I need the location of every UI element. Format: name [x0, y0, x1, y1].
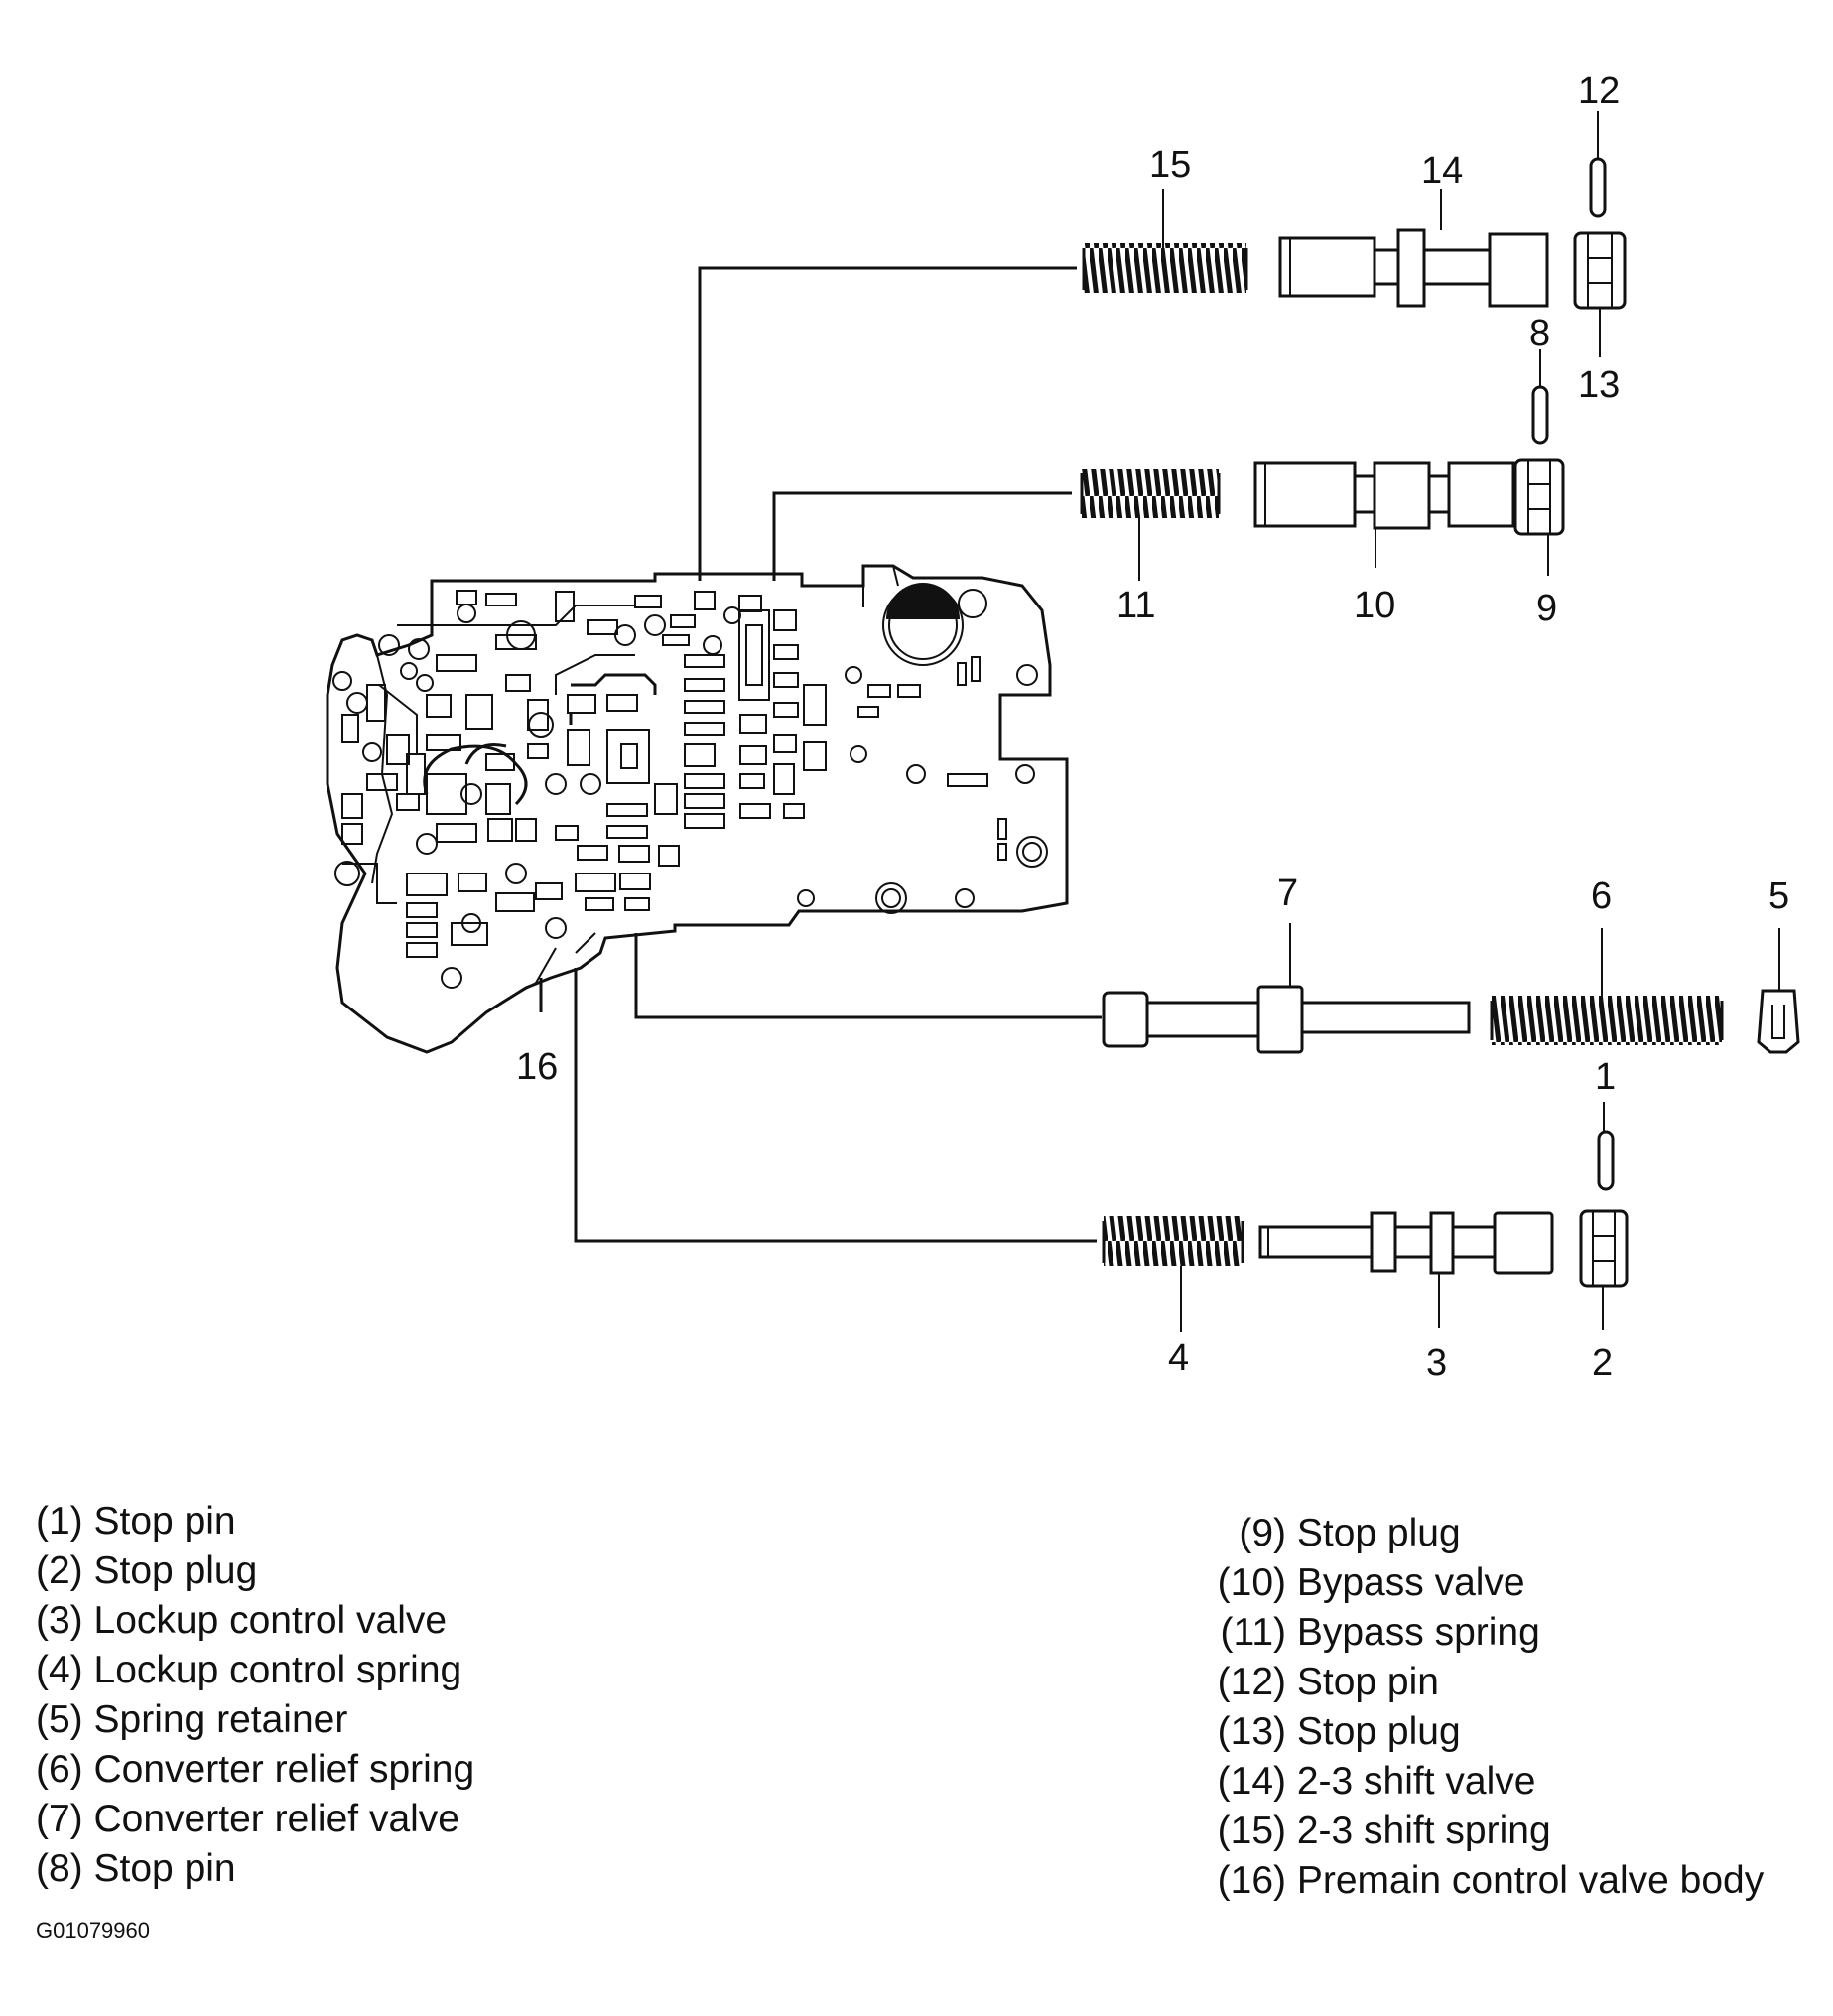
- leader-4: [574, 968, 1097, 1243]
- legend-item: (12) Stop pin: [1217, 1661, 1439, 1703]
- legend-item: (5) Spring retainer: [36, 1698, 348, 1741]
- part-4-lockup-control-spring: [1102, 1216, 1244, 1266]
- part-8-stop-pin: [1531, 385, 1549, 445]
- leader-15: [698, 266, 1077, 581]
- figure-id: G01079960: [36, 1918, 150, 1943]
- legend-item: (9) Stop plug: [1239, 1512, 1461, 1554]
- callout-10: 10: [1354, 585, 1395, 626]
- part-9-stop-plug: [1513, 458, 1565, 536]
- legend-item: (8) Stop pin: [36, 1847, 236, 1890]
- callout-3: 3: [1426, 1342, 1447, 1384]
- callout-leaders: [1138, 111, 1780, 1332]
- part-11-bypass-spring: [1080, 469, 1221, 518]
- legend-item: (14) 2-3 shift valve: [1217, 1760, 1536, 1803]
- part-6-converter-relief-spring: [1490, 996, 1724, 1045]
- part-2-stop-plug: [1579, 1209, 1629, 1288]
- part-1-stop-pin: [1597, 1130, 1615, 1191]
- callout-2: 2: [1592, 1342, 1613, 1384]
- legend-right: (9) Stop plug (10) Bypass valve (11) Byp…: [1199, 1509, 1765, 1906]
- part-7-converter-relief-valve: [1102, 985, 1471, 1054]
- callout-9: 9: [1536, 588, 1557, 629]
- part-13-stop-plug: [1573, 231, 1627, 310]
- callout-15: 15: [1149, 144, 1191, 186]
- callout-1: 1: [1595, 1056, 1616, 1098]
- leader-11: [772, 491, 1072, 581]
- leader-lines: [539, 266, 1102, 1243]
- legend-item: (16) Premain control valve body: [1217, 1859, 1765, 1902]
- part-10-bypass-valve: [1253, 461, 1515, 530]
- legend-item: (6) Converter relief spring: [36, 1748, 475, 1791]
- callout-5: 5: [1768, 875, 1789, 917]
- callout-numbers: 15 14 12 13 8 11 10 9 7 6 5 1 16 4 3 2: [516, 70, 1789, 1384]
- leader-7: [634, 933, 1102, 1019]
- legend-left: (1) Stop pin (2) Stop plug (3) Lockup co…: [36, 1497, 474, 1894]
- callout-14: 14: [1421, 150, 1463, 192]
- legend-item: (11) Bypass spring: [1220, 1611, 1540, 1654]
- part-12-stop-pin: [1589, 157, 1607, 218]
- callout-7: 7: [1277, 873, 1298, 914]
- legend-item: (3) Lockup control valve: [36, 1599, 448, 1642]
- legend-item: (15) 2-3 shift spring: [1217, 1810, 1551, 1852]
- legend-item: (10) Bypass valve: [1217, 1561, 1525, 1604]
- callout-11: 11: [1116, 585, 1155, 626]
- premain-control-valve-body: [326, 564, 1069, 1054]
- part-3-lockup-control-valve: [1258, 1211, 1554, 1275]
- legend-item: (7) Converter relief valve: [36, 1798, 459, 1840]
- callout-13: 13: [1578, 364, 1620, 406]
- callout-4: 4: [1168, 1337, 1189, 1379]
- part-5-spring-retainer: [1757, 989, 1800, 1054]
- exploded-view-diagram: 15 14 12 13 8 11 10 9 7 6 5 1 16 4 3 2: [326, 70, 1800, 1384]
- callout-12: 12: [1578, 70, 1620, 112]
- legend-item: (2) Stop plug: [36, 1549, 258, 1592]
- callout-6: 6: [1591, 875, 1612, 917]
- callout-8: 8: [1529, 313, 1550, 354]
- legend-item: (4) Lockup control spring: [36, 1649, 462, 1691]
- part-14-shift-valve: [1278, 228, 1549, 308]
- part-15-shift-spring: [1082, 243, 1248, 293]
- callout-16: 16: [516, 1046, 558, 1088]
- legend-item: (13) Stop plug: [1217, 1710, 1461, 1753]
- legend-item: (1) Stop pin: [36, 1500, 236, 1543]
